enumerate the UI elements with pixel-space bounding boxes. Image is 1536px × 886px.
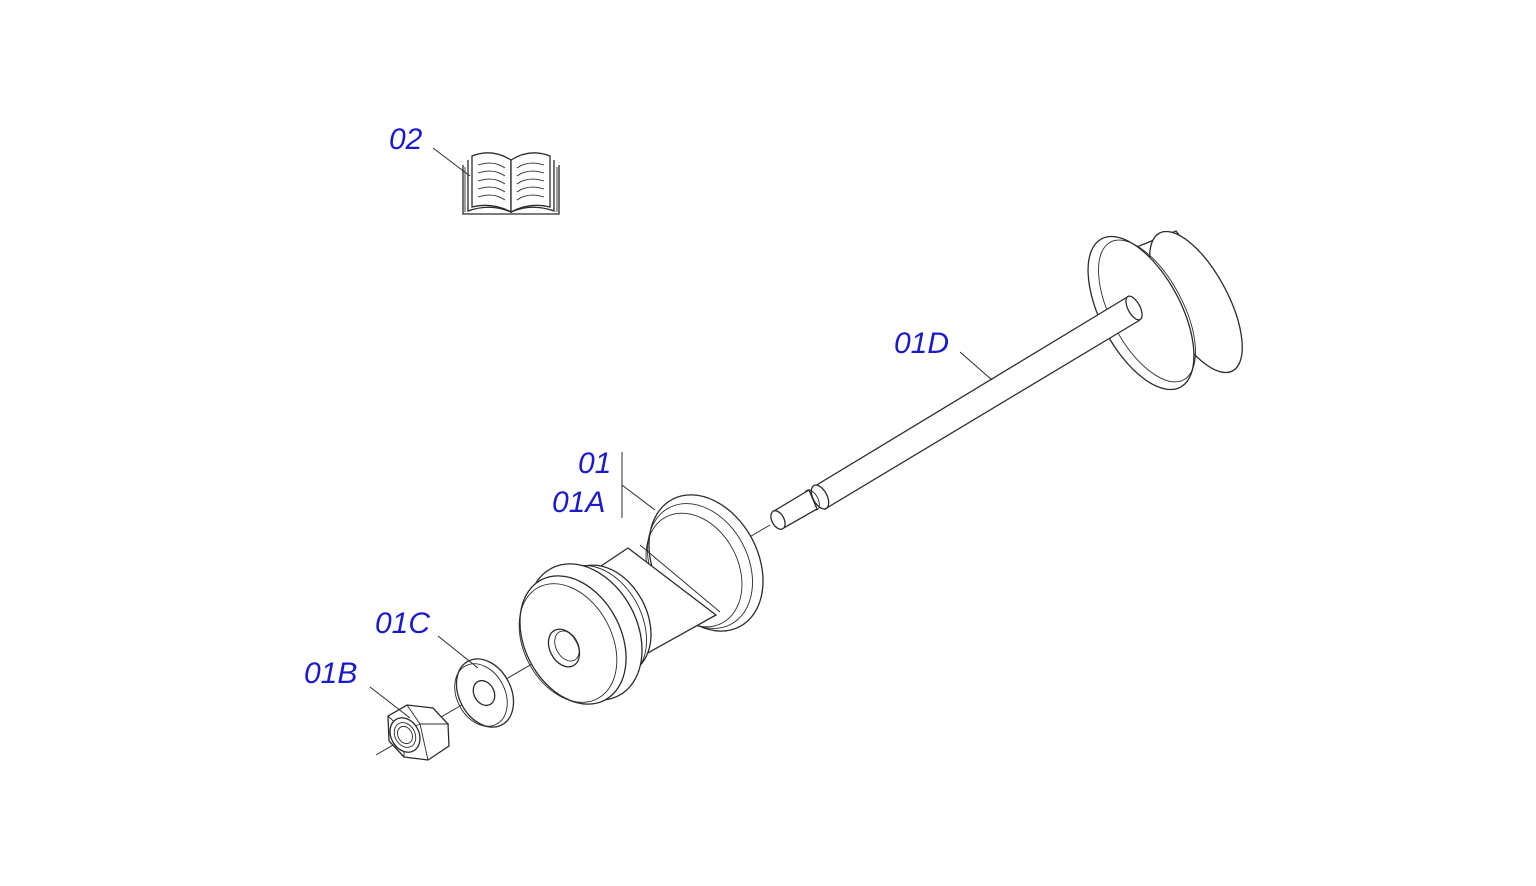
locknut[interactable] xyxy=(384,704,450,761)
label-01D[interactable]: 01D xyxy=(894,327,950,360)
leader-01B xyxy=(369,686,411,719)
washer[interactable] xyxy=(444,649,525,737)
slide-hammer-shaft[interactable] xyxy=(768,218,1261,532)
leader-01D xyxy=(959,351,993,381)
leader-01A xyxy=(621,484,656,511)
label-01A[interactable]: 01A xyxy=(552,486,606,519)
label-01B[interactable]: 01B xyxy=(304,657,358,690)
label-01[interactable]: 01 xyxy=(578,447,612,480)
label-02[interactable]: 02 xyxy=(389,123,423,156)
leader-01C xyxy=(437,635,479,669)
puller-body[interactable] xyxy=(499,475,786,723)
label-01C[interactable]: 01C xyxy=(375,607,431,640)
leader-02 xyxy=(432,147,471,177)
open-book-icon[interactable] xyxy=(462,152,560,215)
